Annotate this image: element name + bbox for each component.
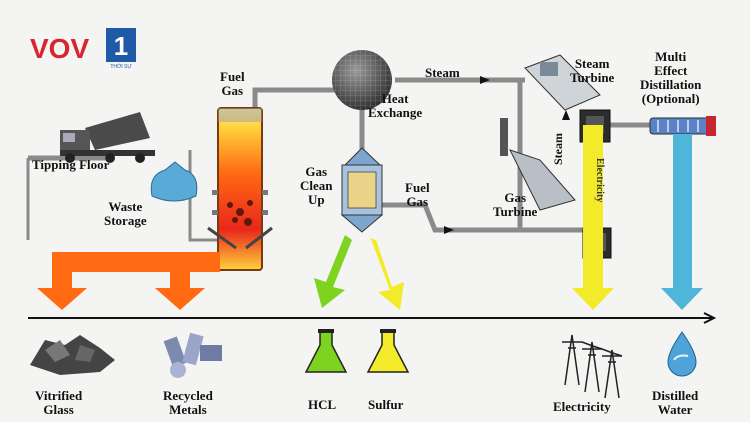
vov-logo-digit: 1 — [114, 31, 128, 61]
plasma-gasifier — [207, 107, 273, 271]
orange-arrow-main — [37, 252, 220, 310]
hcl-flask-icon — [304, 329, 348, 373]
output-label-sulfur: Sulfur — [368, 397, 404, 412]
vov-logo-sub: THỜI SỰ — [110, 63, 132, 70]
distillation-unit — [649, 116, 716, 136]
green-arrow — [314, 235, 352, 308]
yellow-arrow-sulfur — [370, 238, 404, 310]
yellow-arrow-electricity — [572, 125, 614, 310]
gas-cleanup-unit — [340, 147, 384, 233]
water-drop-icon — [667, 331, 697, 377]
vov-logo: VOV 1 THỜI SỰ — [30, 28, 138, 70]
sulfur-flask-icon — [366, 329, 410, 373]
output-label-electricity: Electricity — [553, 399, 611, 414]
power-tower-icon — [562, 334, 623, 399]
label-steam-top: Steam — [425, 65, 460, 80]
scrap-metal-icon — [163, 332, 222, 378]
dump-truck-icon — [60, 112, 155, 163]
pipe-fuel-gas-to-heat-exchange — [252, 87, 335, 108]
output-label-hcl: HCL — [308, 397, 337, 412]
label-electricity-vertical: Electricity — [594, 158, 605, 202]
label-tipping-floor: Tipping Floor — [32, 157, 110, 172]
vov-logo-brand: VOV — [30, 33, 89, 64]
heat-exchanger-sphere — [332, 50, 392, 110]
waste-bag-icon — [150, 161, 198, 202]
vov-logo-icon: VOV 1 THỜI SỰ — [30, 28, 136, 70]
glass-rubble-icon — [30, 335, 115, 375]
label-steam-vertical: Steam — [551, 133, 565, 165]
blue-arrow-water — [661, 134, 703, 310]
output-arrows — [37, 76, 703, 310]
